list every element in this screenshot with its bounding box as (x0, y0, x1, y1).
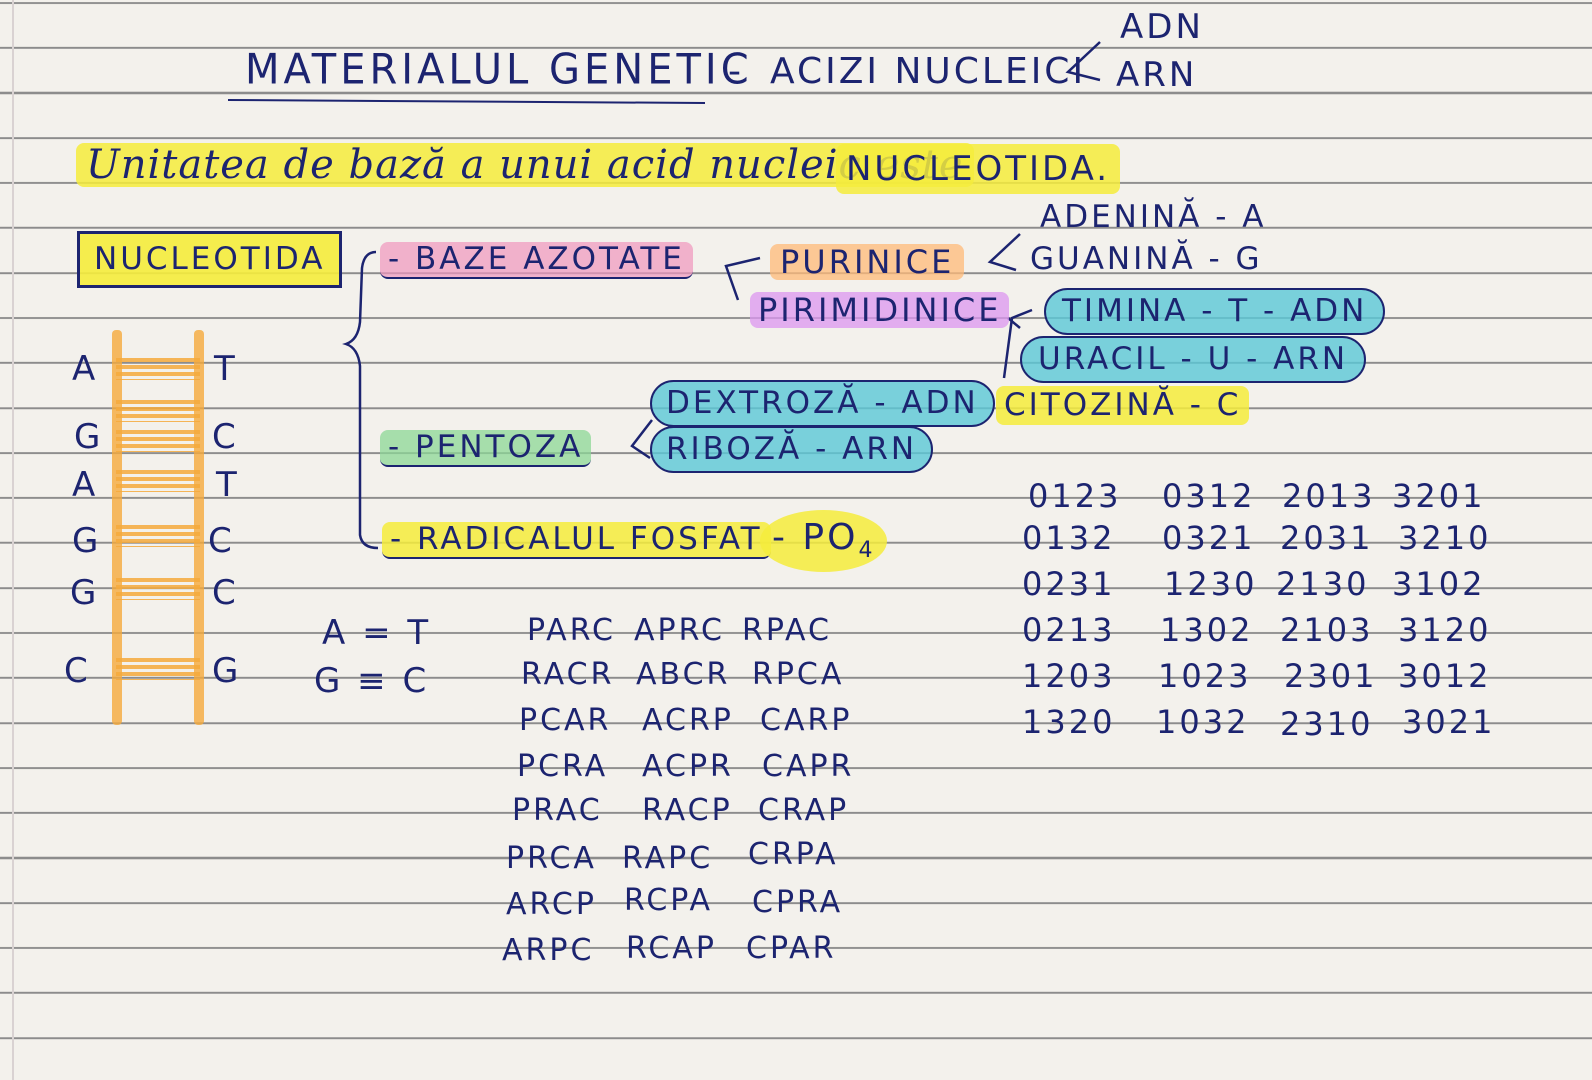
perm-cell: APRC (634, 613, 725, 648)
num-cell: 0123 (1028, 477, 1122, 515)
cytosine-label: CITOZINĂ - C (996, 386, 1250, 425)
num-cell: 1023 (1158, 657, 1252, 695)
nucleotide-box: NUCLEOTIDA (77, 231, 343, 288)
num-cell: 0321 (1162, 519, 1256, 557)
ladder-rung (116, 578, 200, 600)
perm-cell: ARCP (506, 887, 597, 922)
title-dash: - (728, 51, 744, 92)
num-cell: 0213 (1022, 611, 1116, 649)
ladder-rung (116, 470, 200, 492)
ladder-left-base: G (70, 573, 100, 613)
component-bases: - BAZE AZOTATE (380, 242, 693, 279)
num-cell: 2301 (1284, 657, 1378, 695)
num-cell: 3201 (1392, 477, 1486, 515)
perm-cell: RCPA (624, 883, 713, 918)
ladder-right-base: T (214, 349, 238, 389)
perm-cell: PCRA (517, 749, 609, 784)
dna-ladder (112, 330, 204, 725)
ladder-right-base: C (212, 417, 239, 457)
title-subtitle: ACIZI NUCLEICI (770, 51, 1087, 92)
margin-line (12, 0, 14, 1080)
definition-text: Unitatea de bază a unui acid nucleic est… (76, 143, 974, 187)
num-cell: 0231 (1022, 565, 1116, 603)
ladder-right-base: T (216, 465, 240, 505)
num-cell: 2310 (1280, 705, 1374, 743)
ladder-left-base: C (64, 651, 91, 691)
perm-cell: CRAP (758, 793, 850, 828)
ladder-left-base: A (72, 465, 99, 505)
pairing-at: A = T (322, 613, 432, 653)
component-pentose: - PENTOZA (380, 430, 592, 467)
perm-cell: ABCR (636, 657, 731, 692)
phosphate-formula: - PO4 (760, 510, 888, 573)
ladder-rung (116, 658, 200, 680)
num-cell: 3021 (1402, 703, 1496, 741)
pairing-gc: G ≡ C (314, 661, 430, 701)
uracil-label: URACIL - U - ARN (1020, 336, 1367, 383)
ladder-rung (116, 400, 200, 422)
ribose-label: RIBOZĂ - ARN (650, 426, 934, 473)
phosphate-formula-text: - PO (772, 517, 859, 558)
num-cell: 3210 (1398, 519, 1492, 557)
perm-cell: RAPC (622, 841, 714, 876)
thymine-label: TIMINA - T - ADN (1044, 288, 1386, 335)
ladder-right-base: G (212, 651, 242, 691)
ladder-left-base: A (72, 349, 99, 389)
perm-cell: RACP (642, 793, 733, 828)
ladder-right-base: C (208, 521, 235, 561)
perm-cell: RACR (521, 657, 615, 692)
perm-cell: CARP (760, 703, 853, 738)
perm-cell: CRPA (748, 837, 839, 872)
num-cell: 1302 (1160, 611, 1254, 649)
perm-cell: PARC (527, 613, 616, 648)
perm-cell: ACPR (642, 749, 734, 784)
dextrose-label: DEXTROZĂ - ADN (650, 380, 995, 427)
pyrimidines-label: PIRIMIDINICE (750, 292, 1010, 328)
num-cell: 1230 (1164, 565, 1258, 603)
num-cell: 2130 (1276, 565, 1370, 603)
num-cell: 3102 (1392, 565, 1486, 603)
num-cell: 2013 (1282, 477, 1376, 515)
perm-cell: CPAR (746, 931, 837, 966)
definition-keyword: NUCLEOTIDA. (836, 144, 1121, 194)
ladder-rung (116, 525, 200, 547)
ladder-rung (116, 430, 200, 452)
phosphate-formula-subscript: 4 (858, 538, 876, 564)
component-phosphate: - RADICALUL FOSFAT (382, 522, 771, 559)
ladder-right-base: C (212, 573, 239, 613)
perm-cell: CPRA (752, 885, 844, 920)
title-branch-arn: ARN (1116, 55, 1198, 95)
perm-cell: RCAP (626, 931, 717, 966)
perm-cell: PRCA (506, 841, 597, 876)
ladder-rung (116, 358, 200, 380)
ladder-left-base: G (74, 417, 104, 457)
num-cell: 1032 (1156, 703, 1250, 741)
guanine-label: GUANINĂ - G (1030, 241, 1263, 277)
num-cell: 3120 (1398, 611, 1492, 649)
ladder-left-base: G (72, 521, 102, 561)
perm-cell: RPAC (742, 613, 832, 648)
adenine-label: ADENINĂ - A (1040, 199, 1267, 235)
num-cell: 1320 (1022, 703, 1116, 741)
perm-cell: PRAC (512, 793, 603, 828)
num-cell: 2103 (1280, 611, 1374, 649)
num-cell: 1203 (1022, 657, 1116, 695)
perm-cell: CAPR (762, 749, 855, 784)
num-cell: 0312 (1162, 477, 1256, 515)
perm-cell: PCAR (519, 703, 612, 738)
num-cell: 2031 (1280, 519, 1374, 557)
num-cell: 0132 (1022, 519, 1116, 557)
perm-cell: RPCA (752, 657, 845, 692)
num-cell: 3012 (1398, 657, 1492, 695)
purines-label: PURINICE (770, 244, 965, 280)
perm-cell: ARPC (502, 933, 595, 968)
perm-cell: ACRP (642, 703, 734, 738)
page-title: MATERIALUL GENETIC (245, 45, 753, 95)
title-branch-adn: ADN (1120, 7, 1204, 47)
